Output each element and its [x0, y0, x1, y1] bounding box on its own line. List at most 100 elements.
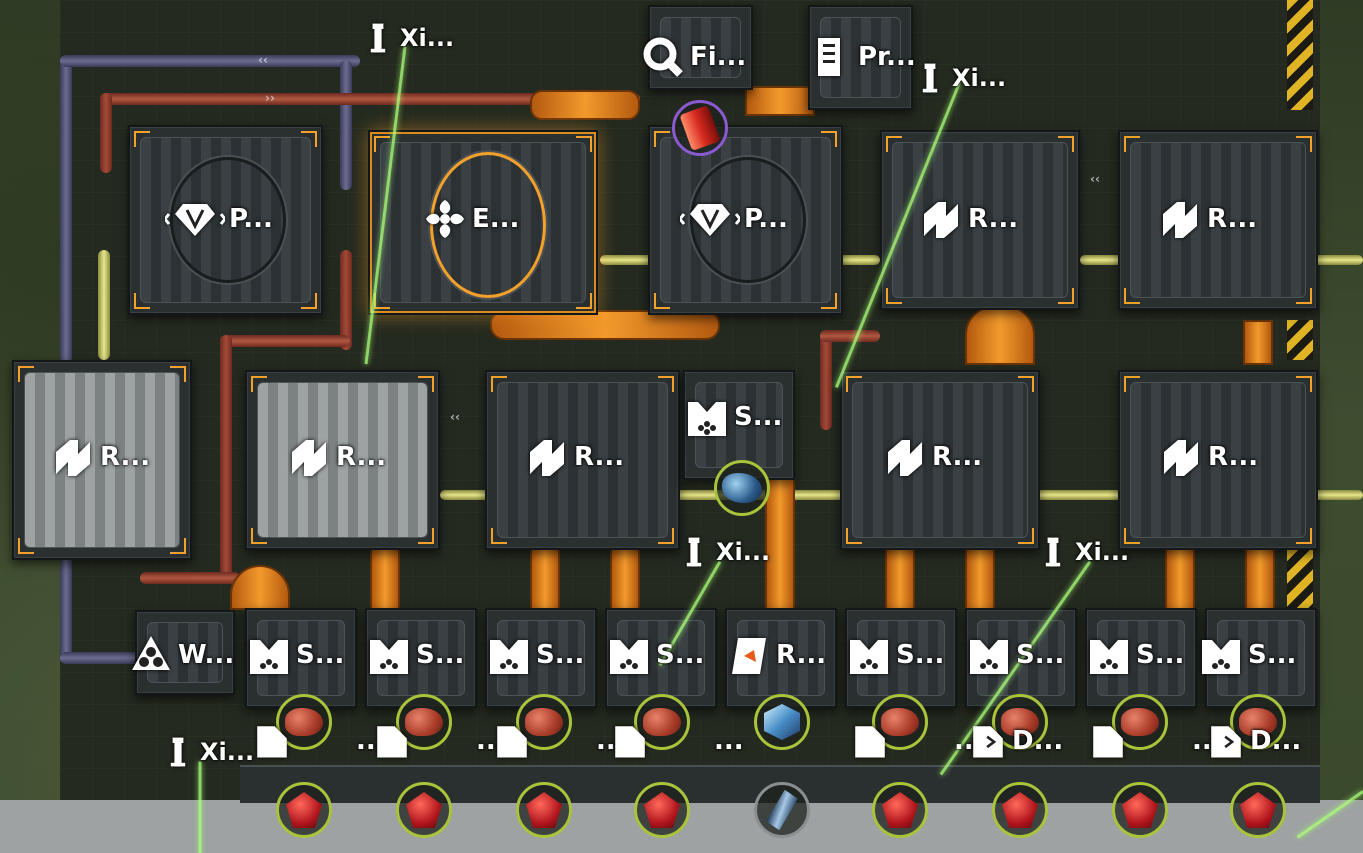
item-bubble-gem-3[interactable]	[516, 782, 572, 838]
entity-label-d1[interactable]: D...	[968, 718, 1063, 764]
gem-icon	[1122, 792, 1158, 828]
refinery-mid-1[interactable]	[245, 370, 440, 550]
entity-label-s4[interactable]: S...	[606, 632, 704, 678]
electrolyzer-building[interactable]	[368, 130, 598, 315]
entity-label-s7[interactable]: S...	[1086, 632, 1184, 678]
entity-label-xi-mid-right[interactable]: Xi...	[1035, 534, 1129, 570]
drill-icon	[615, 726, 645, 758]
item-bubble-gem-8[interactable]	[1230, 782, 1286, 838]
item-bubble-gem-5[interactable]	[872, 782, 928, 838]
entity-label-drill-1[interactable]: ...	[252, 718, 386, 764]
item-bubble-ore-6[interactable]	[992, 694, 1048, 750]
belt-feed-5	[965, 545, 995, 610]
item-bubble-crystal[interactable]	[754, 782, 810, 838]
hazard-stripe-top	[1287, 0, 1313, 110]
entity-label-s-mid[interactable]: S...	[684, 394, 782, 440]
entity-label-d2[interactable]: D...	[1206, 718, 1301, 764]
entity-label-drill-3[interactable]: ...	[492, 718, 626, 764]
pipe-red-mid	[340, 250, 352, 350]
entity-label-p-left[interactable]: P...	[165, 196, 273, 242]
belt-right-curve	[965, 305, 1035, 365]
entity-label-p-right[interactable]: P...	[680, 196, 788, 242]
entity-label-r-top1[interactable]: R...	[918, 196, 1018, 242]
lightning-rod-icon	[686, 537, 702, 567]
pipe-red-right-h	[820, 330, 880, 342]
ore-icon	[1121, 708, 1159, 736]
entity-label-xi-bottom-left[interactable]: Xi...	[160, 734, 254, 770]
entity-label-text: P...	[744, 204, 788, 234]
entity-label-text: R...	[336, 442, 387, 472]
entity-label-text: Xi...	[1075, 538, 1130, 566]
water-building[interactable]	[135, 610, 235, 695]
entity-label-text: S...	[1016, 640, 1065, 670]
item-bubble-gem-6[interactable]	[992, 782, 1048, 838]
drill-icon	[377, 726, 407, 758]
flow-arrow: ‹‹	[258, 53, 268, 67]
entity-label-drill-2[interactable]: ...	[372, 718, 506, 764]
entity-label-s8[interactable]: S...	[1198, 632, 1296, 678]
item-bubble-gem-2[interactable]	[396, 782, 452, 838]
item-bubble-cube[interactable]	[754, 694, 810, 750]
offshore-pump-icon	[680, 204, 740, 236]
pump-building-left[interactable]	[128, 125, 323, 315]
entity-label-r-mid3[interactable]: R...	[882, 434, 982, 480]
belt-feed-6	[1165, 545, 1195, 610]
entity-label-s5[interactable]: S...	[846, 632, 944, 678]
entity-label-text: ...	[714, 726, 744, 756]
entity-label-s3[interactable]: S...	[486, 632, 584, 678]
entity-label-text: S...	[734, 402, 783, 432]
entity-label-text: R...	[968, 204, 1019, 234]
entity-label-r-top2[interactable]: R...	[1157, 196, 1257, 242]
entity-label-drill-6[interactable]: ...	[1088, 718, 1222, 764]
entity-label-r-bottom[interactable]: R...	[726, 632, 826, 678]
entity-label-fi[interactable]: Fi...	[640, 34, 746, 80]
pump-building-right[interactable]	[648, 125, 843, 315]
item-bubble-ore-1[interactable]	[276, 694, 332, 750]
filter-inserter-building[interactable]	[648, 5, 753, 90]
item-bubble-redbar[interactable]	[672, 100, 728, 156]
refinery-top-1[interactable]	[880, 130, 1080, 310]
entity-label-s2[interactable]: S...	[366, 632, 464, 678]
entity-label-r-mid1[interactable]: R...	[286, 434, 386, 480]
smelter-icon	[1202, 640, 1240, 674]
entity-label-s1[interactable]: S...	[246, 632, 344, 678]
entity-label-text: Pr...	[858, 42, 916, 72]
smelter-1[interactable]	[245, 608, 357, 708]
entity-label-xi-top-right[interactable]: Xi...	[912, 60, 1006, 96]
refinery-top-2[interactable]	[1118, 130, 1318, 310]
entity-label-drill-4[interactable]: ...	[610, 718, 744, 764]
recycler-icon	[732, 638, 766, 674]
item-bubble-gem-4[interactable]	[634, 782, 690, 838]
entity-label-r-mid4[interactable]: R...	[1158, 434, 1258, 480]
gem-icon	[526, 792, 562, 828]
refinery-mid-4[interactable]	[1118, 370, 1318, 550]
entity-label-e-center[interactable]: E...	[422, 196, 519, 242]
drill-icon	[1093, 726, 1123, 758]
entity-label-r-left-big[interactable]: R...	[50, 434, 150, 480]
pipe-red-top	[100, 93, 640, 105]
entity-label-pr[interactable]: Pr...	[808, 34, 916, 80]
item-bubble-ore-4[interactable]	[634, 694, 690, 750]
item-bubble-gem-1[interactable]	[276, 782, 332, 838]
entity-label-s6[interactable]: S...	[966, 632, 1064, 678]
laser-beam-5	[198, 761, 202, 853]
entity-label-w-bottom[interactable]: W...	[128, 632, 234, 678]
belt-feed-3	[610, 545, 640, 610]
item-bubble-gem-7[interactable]	[1112, 782, 1168, 838]
pipe-purple-top	[60, 55, 360, 67]
refinery-left-big[interactable]	[12, 360, 192, 560]
entity-label-drill-5[interactable]: ...	[850, 718, 984, 764]
item-bubble-ore-7[interactable]	[1112, 694, 1168, 750]
entity-label-xi-mid[interactable]: Xi...	[676, 534, 770, 570]
smelter-mid[interactable]	[683, 370, 795, 480]
refinery-mid-2[interactable]	[485, 370, 680, 550]
entity-label-text: Fi...	[690, 42, 747, 72]
smelter-icon	[850, 640, 888, 674]
entity-label-text: S...	[416, 640, 465, 670]
item-bubble-bluerock[interactable]	[714, 460, 770, 516]
refinery-mid-3[interactable]	[840, 370, 1040, 550]
entity-label-xi-top[interactable]: Xi...	[360, 20, 454, 56]
belt-top-loop	[490, 310, 720, 340]
entity-label-r-mid2[interactable]: R...	[524, 434, 624, 480]
